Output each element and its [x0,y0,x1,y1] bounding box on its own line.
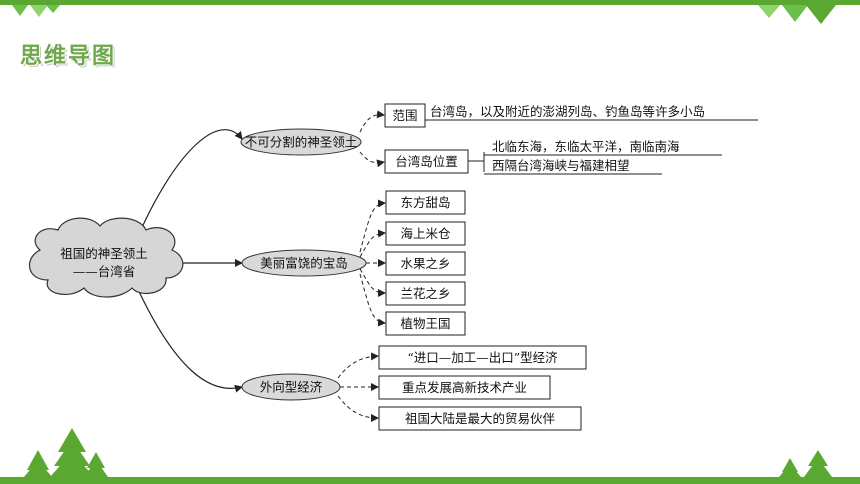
location-note-2: 西隔台湾海峡与福建相望 [492,158,630,173]
leaf-node-rice-granary: 海上米仓 [385,221,466,246]
scope-note: 台湾岛，以及附近的澎湖列岛、钓鱼岛等许多小岛 [430,104,705,119]
bottom-accent-bar [0,477,860,484]
root-line-1: 祖国的神圣领土 [60,246,148,261]
branch-node-treasure-island: 美丽富饶的宝岛 [241,249,367,277]
leaf-node-trade-partner: 祖国大陆是最大的贸易伙伴 [378,406,582,431]
location-note-1: 北临东海，东临太平洋，南临南海 [492,139,680,154]
triangle-banner-icon [12,5,60,17]
top-accent-bar [0,0,860,5]
leaf-label: 水果之乡 [400,256,450,271]
leaf-node-location: 台湾岛位置 [384,149,469,174]
leaf-label: “进口—加工—出口”型经济 [407,350,558,365]
page-title: 思维导图 [20,44,117,69]
branch-node-territory: 不可分割的神圣领土 [240,128,362,156]
leaf-node-plant-kingdom: 植物王国 [385,311,466,336]
branch-label: 外向型经济 [260,380,323,395]
root-line-2: ——台湾省 [73,264,136,279]
child-connector [359,229,386,258]
child-connector [359,151,385,168]
root-cloud-node: 祖国的神圣领土 ——台湾省 [29,217,184,298]
triangle-banner-icon [758,5,836,24]
leaf-label: 海上米仓 [400,226,451,241]
leaf-node-processing-economy: “进口—加工—出口”型经济 [378,345,587,370]
leaf-label: 兰花之乡 [400,286,450,301]
child-connector [359,273,386,327]
child-connector [359,110,385,133]
branch-label: 美丽富饶的宝岛 [260,256,348,271]
tree-icon [24,428,108,478]
leaf-label: 重点发展高新技术产业 [402,380,527,395]
leaf-node-scope: 范围 [384,103,426,128]
child-connector [337,395,379,422]
branch-connector [134,282,243,393]
leaf-node-fruit-land: 水果之乡 [385,251,466,276]
leaf-node-sweet-island: 东方甜岛 [385,190,466,215]
tree-icon [779,450,832,477]
leaf-label: 范围 [392,108,417,123]
leaf-label: 祖国大陆是最大的贸易伙伴 [405,411,556,426]
branch-node-export-economy: 外向型经济 [241,373,341,401]
leaf-label: 东方甜岛 [400,195,450,210]
leaf-node-orchid-land: 兰花之乡 [385,281,466,306]
leaf-label: 植物王国 [400,316,450,331]
branch-label: 不可分割的神圣领土 [245,135,358,150]
branch-connector [134,129,243,244]
child-connector [359,199,386,253]
child-connector [337,352,379,379]
leaf-label: 台湾岛位置 [395,154,458,169]
leaf-node-high-tech: 重点发展高新技术产业 [378,375,551,400]
child-connector [359,268,386,297]
